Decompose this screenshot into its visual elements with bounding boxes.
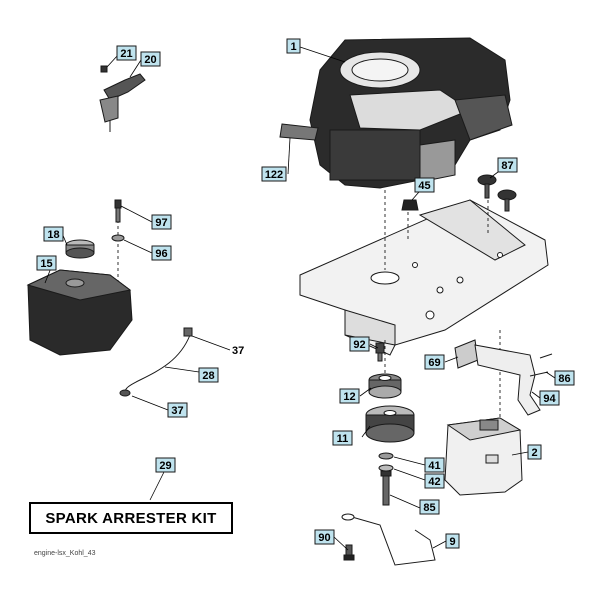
svg-text:41: 41 <box>428 460 440 472</box>
svg-text:9: 9 <box>449 536 455 548</box>
spark-arrester-kit-box: SPARK ARRESTER KIT <box>29 502 233 534</box>
part-87-bolts <box>477 174 517 212</box>
callout-86: 86 <box>554 370 575 386</box>
part-11-clutch <box>365 405 415 443</box>
callout-20: 20 <box>140 51 161 67</box>
part-2-muffler <box>444 417 523 496</box>
part-45-nut <box>401 199 419 211</box>
svg-text:45: 45 <box>418 180 430 192</box>
callout-41: 41 <box>424 457 445 473</box>
part-28-fuel-line <box>119 327 193 397</box>
svg-text:86: 86 <box>558 373 570 385</box>
callout-45: 45 <box>414 177 435 193</box>
callout-90: 90 <box>314 529 335 545</box>
callout-69: 69 <box>424 354 445 370</box>
callout-28: 28 <box>198 367 219 383</box>
callout-87: 87 <box>497 157 518 173</box>
callout-18: 18 <box>43 226 64 242</box>
diagram-file-note: engine-lsx_Kohl_43 <box>34 550 96 557</box>
svg-text:11: 11 <box>337 433 349 445</box>
callout-85: 85 <box>419 499 440 515</box>
callout-94: 94 <box>539 390 560 406</box>
svg-text:15: 15 <box>40 258 52 270</box>
svg-text:85: 85 <box>423 502 435 514</box>
callout-92: 92 <box>349 336 370 352</box>
svg-text:97: 97 <box>155 217 167 229</box>
svg-text:29: 29 <box>159 460 171 472</box>
engine <box>279 37 513 189</box>
callout-29: 29 <box>155 457 176 473</box>
callout-1: 1 <box>286 38 301 54</box>
callout-11: 11 <box>332 430 353 446</box>
callout-21: 21 <box>116 45 137 61</box>
svg-text:1: 1 <box>290 41 296 53</box>
frame-plate <box>299 199 549 356</box>
svg-text:2: 2 <box>531 447 537 459</box>
svg-text:87: 87 <box>501 160 513 172</box>
svg-text:21: 21 <box>120 48 132 60</box>
part-9-rod <box>341 513 436 566</box>
spark-arrester-kit-label: SPARK ARRESTER KIT <box>45 509 217 527</box>
callout-97: 97 <box>151 214 172 230</box>
callout-96: 96 <box>151 245 172 261</box>
part-97-96-hardware <box>111 199 125 242</box>
svg-text:92: 92 <box>353 339 365 351</box>
svg-text:20: 20 <box>144 54 156 66</box>
svg-text:96: 96 <box>155 248 167 260</box>
svg-text:122: 122 <box>265 169 283 181</box>
callout-15: 15 <box>36 255 57 271</box>
callout-2: 2 <box>527 444 542 460</box>
callout-9: 9 <box>445 533 460 549</box>
svg-text:37: 37 <box>171 405 183 417</box>
callout-12: 12 <box>339 388 360 404</box>
part-20-21-choke <box>99 65 146 132</box>
part-69-gasket <box>454 339 479 369</box>
svg-text:12: 12 <box>343 391 355 403</box>
part-92-bolt <box>375 342 385 362</box>
callout-122: 122 <box>261 166 287 182</box>
svg-text:94: 94 <box>543 393 556 405</box>
svg-text:28: 28 <box>202 370 214 382</box>
part-94-exhaust-pipe <box>474 344 541 416</box>
svg-text:18: 18 <box>47 229 59 241</box>
part-41-42-85-hardware <box>378 452 394 506</box>
callout-37: 37 <box>167 402 188 418</box>
leader-lines <box>44 46 556 551</box>
svg-text:90: 90 <box>318 532 330 544</box>
label-37-fuel-line-clamp: 37 <box>232 345 244 357</box>
part-18-fuel-cap <box>65 239 95 259</box>
svg-text:42: 42 <box>428 476 440 488</box>
svg-text:69: 69 <box>428 357 440 369</box>
callout-42: 42 <box>424 473 445 489</box>
part-12-pulley <box>368 373 402 399</box>
part-90-bolt <box>343 544 355 561</box>
part-15-fuel-tank <box>26 269 133 356</box>
part-86-bolts <box>529 353 553 377</box>
